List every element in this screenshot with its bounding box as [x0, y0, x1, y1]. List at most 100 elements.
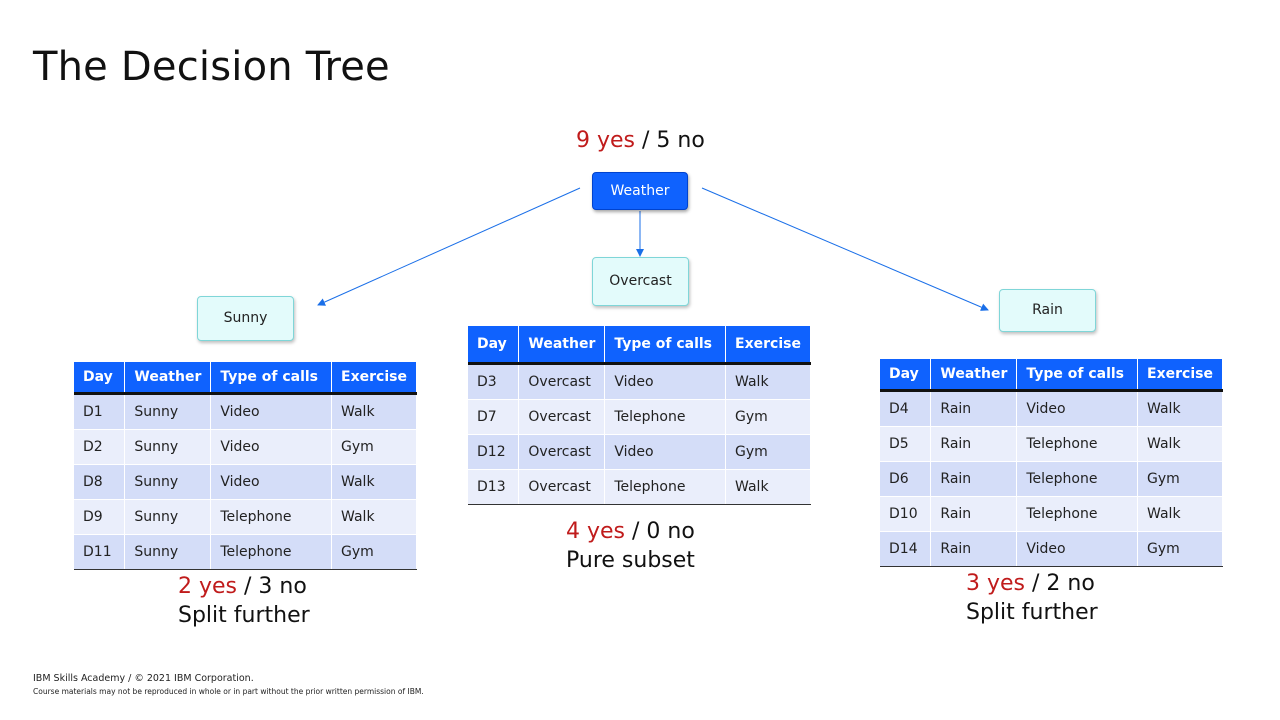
- table-row: D3 Overcast Video Walk: [468, 363, 811, 400]
- col-header-exercise: Exercise: [331, 362, 417, 395]
- cell-weather: Overcast: [518, 434, 606, 470]
- cell-type-of-calls: Video: [210, 464, 333, 500]
- node-rain-label: Rain: [1032, 302, 1063, 318]
- rain-yes-count: 3 yes: [966, 571, 1026, 596]
- root-counts: 9 yes / 5 no: [576, 126, 705, 155]
- cell-type-of-calls: Video: [210, 393, 333, 430]
- cell-weather: Sunny: [124, 499, 212, 535]
- col-header-exercise: Exercise: [1137, 359, 1223, 392]
- cell-weather: Overcast: [518, 399, 606, 435]
- cell-exercise: Walk: [1137, 390, 1223, 427]
- cell-exercise: Walk: [331, 464, 417, 500]
- overcast-table: Day Weather Type of calls Exercise D3 Ov…: [468, 326, 811, 505]
- cell-day: D6: [880, 461, 932, 497]
- cell-exercise: Gym: [331, 429, 417, 465]
- col-header-day: Day: [880, 359, 932, 392]
- cell-type-of-calls: Telephone: [1016, 496, 1139, 532]
- table-header-row: Day Weather Type of calls Exercise: [880, 359, 1223, 392]
- root-node-weather: Weather: [592, 172, 688, 210]
- cell-weather: Rain: [930, 496, 1018, 532]
- overcast-verdict: Pure subset: [566, 548, 695, 573]
- cell-weather: Rain: [930, 390, 1018, 427]
- table-row: D14 Rain Video Gym: [880, 531, 1223, 567]
- cell-exercise: Walk: [725, 363, 811, 400]
- cell-day: D3: [468, 363, 520, 400]
- cell-weather: Rain: [930, 531, 1018, 567]
- root-node-label: Weather: [610, 183, 670, 199]
- table-row: D6 Rain Telephone Gym: [880, 461, 1223, 497]
- node-overcast: Overcast: [592, 257, 689, 306]
- rain-verdict: Split further: [966, 600, 1098, 625]
- col-header-day: Day: [468, 326, 520, 365]
- cell-day: D14: [880, 531, 932, 567]
- node-sunny-label: Sunny: [223, 310, 268, 326]
- table-header-row: Day Weather Type of calls Exercise: [468, 326, 811, 365]
- cell-exercise: Walk: [725, 469, 811, 505]
- rain-table: Day Weather Type of calls Exercise D4 Ra…: [880, 359, 1223, 567]
- cell-weather: Sunny: [124, 464, 212, 500]
- col-header-exercise: Exercise: [725, 326, 811, 365]
- cell-day: D9: [74, 499, 126, 535]
- cell-weather: Overcast: [518, 363, 606, 400]
- footer-disclaimer: Course materials may not be reproduced i…: [33, 687, 424, 696]
- sunny-table: Day Weather Type of calls Exercise D1 Su…: [74, 362, 417, 570]
- sunny-counts: 2 yes / 3 no Split further: [178, 572, 310, 630]
- page-title: The Decision Tree: [33, 44, 390, 90]
- cell-type-of-calls: Video: [1016, 531, 1139, 567]
- cell-weather: Sunny: [124, 393, 212, 430]
- sunny-no-count: / 3 no: [244, 574, 307, 599]
- overcast-no-count: / 0 no: [632, 519, 695, 544]
- col-header-type-of-calls: Type of calls: [210, 362, 333, 395]
- cell-exercise: Walk: [1137, 496, 1223, 532]
- col-header-type-of-calls: Type of calls: [1016, 359, 1139, 392]
- table-row: D11 Sunny Telephone Gym: [74, 534, 417, 570]
- cell-exercise: Walk: [331, 499, 417, 535]
- cell-day: D5: [880, 426, 932, 462]
- cell-type-of-calls: Telephone: [1016, 461, 1139, 497]
- table-row: D9 Sunny Telephone Walk: [74, 499, 417, 535]
- cell-type-of-calls: Telephone: [210, 534, 333, 570]
- edge-to-sunny: [317, 187, 581, 306]
- table-row: D7 Overcast Telephone Gym: [468, 399, 811, 435]
- rain-counts: 3 yes / 2 no Split further: [966, 569, 1098, 627]
- table-row: D5 Rain Telephone Walk: [880, 426, 1223, 462]
- cell-type-of-calls: Telephone: [210, 499, 333, 535]
- overcast-yes-count: 4 yes: [566, 519, 626, 544]
- cell-exercise: Gym: [331, 534, 417, 570]
- cell-weather: Overcast: [518, 469, 606, 505]
- root-yes-count: 9 yes: [576, 128, 636, 153]
- sunny-yes-count: 2 yes: [178, 574, 238, 599]
- cell-day: D4: [880, 390, 932, 427]
- cell-day: D11: [74, 534, 126, 570]
- footer-copyright: IBM Skills Academy / © 2021 IBM Corporat…: [33, 673, 254, 684]
- table-row: D4 Rain Video Walk: [880, 390, 1223, 427]
- table-row: D12 Overcast Video Gym: [468, 434, 811, 470]
- cell-day: D7: [468, 399, 520, 435]
- sunny-verdict: Split further: [178, 603, 310, 628]
- cell-day: D10: [880, 496, 932, 532]
- cell-day: D12: [468, 434, 520, 470]
- cell-exercise: Gym: [1137, 531, 1223, 567]
- cell-day: D1: [74, 393, 126, 430]
- rain-no-count: / 2 no: [1032, 571, 1095, 596]
- cell-type-of-calls: Video: [210, 429, 333, 465]
- cell-day: D8: [74, 464, 126, 500]
- cell-type-of-calls: Video: [1016, 390, 1139, 427]
- col-header-type-of-calls: Type of calls: [604, 326, 727, 365]
- node-sunny: Sunny: [197, 296, 294, 341]
- col-header-day: Day: [74, 362, 126, 395]
- cell-type-of-calls: Telephone: [604, 399, 727, 435]
- cell-type-of-calls: Video: [604, 434, 727, 470]
- cell-day: D13: [468, 469, 520, 505]
- root-no-count: / 5 no: [642, 128, 705, 153]
- edge-to-rain: [701, 187, 989, 311]
- table-row: D13 Overcast Telephone Walk: [468, 469, 811, 505]
- cell-exercise: Walk: [331, 393, 417, 430]
- cell-weather: Sunny: [124, 429, 212, 465]
- table-row: D8 Sunny Video Walk: [74, 464, 417, 500]
- cell-weather: Rain: [930, 461, 1018, 497]
- cell-exercise: Gym: [1137, 461, 1223, 497]
- cell-exercise: Gym: [725, 399, 811, 435]
- cell-day: D2: [74, 429, 126, 465]
